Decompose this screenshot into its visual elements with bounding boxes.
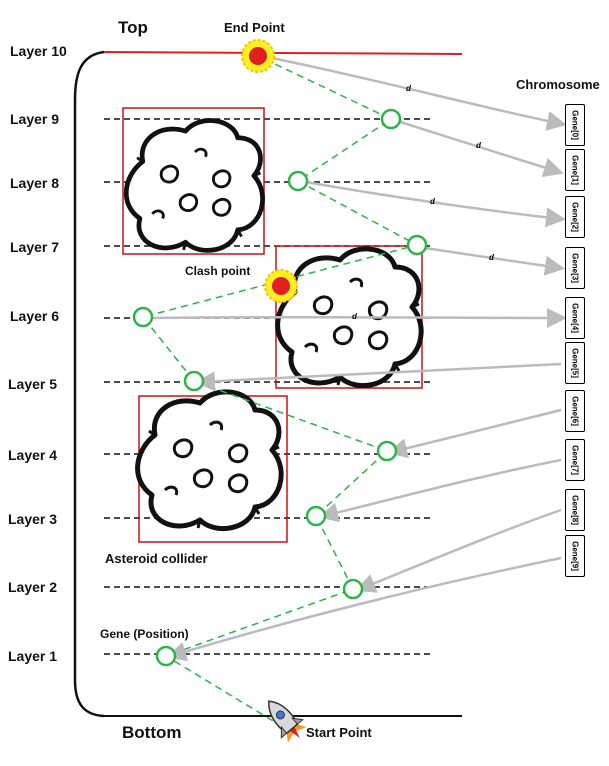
distance-label: d bbox=[352, 312, 357, 321]
asteroid-collider-3 bbox=[138, 392, 288, 543]
gene-node-2 bbox=[342, 578, 364, 600]
end-point-label: End Point bbox=[224, 20, 285, 35]
top-heading: Top bbox=[118, 18, 148, 37]
layer-label-7: Layer 7 bbox=[10, 239, 60, 255]
layer-label-10: Layer 10 bbox=[10, 43, 67, 59]
gene-label: Gene[2] bbox=[570, 202, 580, 232]
layer-label-6: Layer 6 bbox=[10, 308, 60, 324]
layer-label-9: Layer 9 bbox=[10, 111, 60, 127]
gene-box-5: Gene[5] bbox=[565, 342, 585, 384]
layer-label-3: Layer 3 bbox=[8, 511, 58, 527]
bottom-heading: Bottom bbox=[122, 723, 182, 742]
gene-node-4 bbox=[376, 440, 398, 462]
gene-label: Gene[7] bbox=[570, 445, 580, 475]
gene-box-2: Gene[2] bbox=[565, 196, 585, 238]
gene-nodes bbox=[132, 108, 428, 667]
gene-node-8 bbox=[287, 170, 309, 192]
gene-node-6 bbox=[132, 306, 154, 328]
chromosome-heading: Chromosome bbox=[516, 77, 600, 92]
distance-label: d bbox=[430, 197, 435, 206]
gene-node-1 bbox=[155, 645, 177, 667]
gene-label: Gene[5] bbox=[570, 348, 580, 378]
gene-box-7: Gene[7] bbox=[565, 439, 585, 481]
gene-box-8: Gene[8] bbox=[565, 489, 585, 531]
gene-label: Gene[1] bbox=[570, 155, 580, 185]
gene-box-9: Gene[9] bbox=[565, 535, 585, 577]
gene-node-7 bbox=[406, 234, 428, 256]
gene-box-6: Gene[6] bbox=[565, 390, 585, 432]
boundary-bracket bbox=[73, 50, 105, 718]
distance-label: d bbox=[489, 253, 494, 262]
gene-box-0: Gene[0] bbox=[565, 104, 585, 146]
layer-line-10 bbox=[103, 51, 463, 55]
layer-label-2: Layer 2 bbox=[8, 579, 58, 595]
clash-point-label: Clash point bbox=[185, 264, 251, 278]
rocket-icon bbox=[268, 700, 307, 743]
asteroid-collider-label: Asteroid collider bbox=[105, 551, 208, 566]
end-point-explosion bbox=[241, 39, 275, 73]
flight-path bbox=[141, 55, 420, 728]
distance-label: d bbox=[476, 141, 481, 150]
gene-label: Gene[4] bbox=[570, 303, 580, 333]
layer-label-4: Layer 4 bbox=[8, 447, 58, 463]
layer-label-1: Layer 1 bbox=[8, 648, 58, 664]
gene-label: Gene[8] bbox=[570, 495, 580, 525]
layer-label-8: Layer 8 bbox=[10, 175, 60, 191]
layer-label-5: Layer 5 bbox=[8, 376, 58, 392]
gene-node-5 bbox=[183, 370, 205, 392]
gene-label: Gene[9] bbox=[570, 541, 580, 571]
gene-box-1: Gene[1] bbox=[565, 149, 585, 191]
gene-box-4: Gene[4] bbox=[565, 297, 585, 339]
gene-label: Gene[0] bbox=[570, 110, 580, 140]
gene-label: Gene[3] bbox=[570, 253, 580, 283]
clash-point-explosion bbox=[264, 269, 298, 303]
gene-label: Gene[6] bbox=[570, 396, 580, 426]
distance-label: d bbox=[406, 84, 411, 93]
gene-node-3 bbox=[305, 505, 327, 527]
gene-box-3: Gene[3] bbox=[565, 247, 585, 289]
gene-position-label: Gene (Position) bbox=[100, 627, 189, 641]
gene-node-9 bbox=[380, 108, 402, 130]
gene-arrows bbox=[149, 55, 567, 662]
asteroid-collider-1 bbox=[122, 107, 264, 255]
start-point-label: Start Point bbox=[306, 725, 372, 740]
